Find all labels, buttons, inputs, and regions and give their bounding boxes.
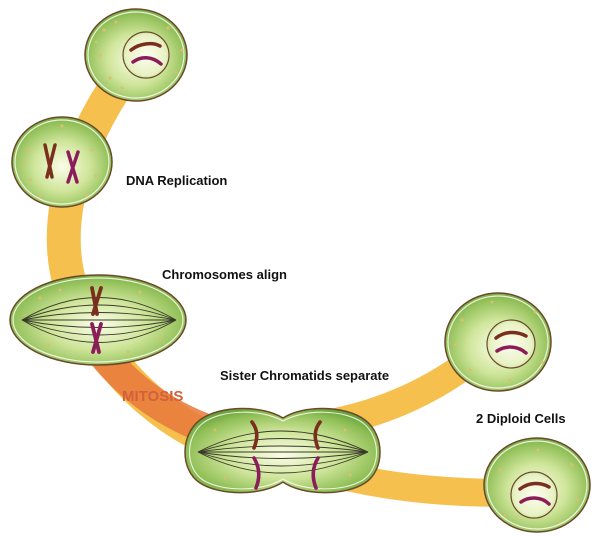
separated-chromatids-dark <box>250 420 322 450</box>
metaphase-cell <box>9 274 187 366</box>
daughter-cell-upper <box>444 292 552 392</box>
replicated-chromosome-dark <box>43 143 57 179</box>
label-chromosomes-align: Chromosomes align <box>162 267 287 282</box>
chromosome-dark <box>518 481 551 491</box>
chromosome-dark <box>129 41 162 52</box>
chromosome-dark <box>494 330 528 340</box>
chromosome-purple <box>519 496 551 506</box>
chromosome-purple <box>131 56 163 66</box>
label-sister-chromatids-separate: Sister Chromatids separate <box>220 368 390 383</box>
separated-chromatids-purple <box>252 456 320 490</box>
spindle-fibers <box>197 430 369 474</box>
label-mitosis: MITOSIS <box>122 388 184 405</box>
aligned-chromosome-dark <box>90 286 103 316</box>
nucleus <box>510 471 558 519</box>
replicated-chromosome-purple <box>66 150 80 184</box>
chromosome-purple <box>495 345 528 355</box>
anaphase-cell <box>184 407 381 494</box>
label-diploid-cells: 2 Diploid Cells <box>476 411 566 426</box>
aligned-chromosome-purple <box>90 322 103 354</box>
replication-cell <box>11 116 113 208</box>
interphase-cell <box>84 8 188 102</box>
daughter-cell-lower <box>483 437 591 533</box>
label-dna-replication: DNA Replication <box>126 173 228 188</box>
nucleus <box>122 31 170 79</box>
nucleus <box>486 319 536 369</box>
